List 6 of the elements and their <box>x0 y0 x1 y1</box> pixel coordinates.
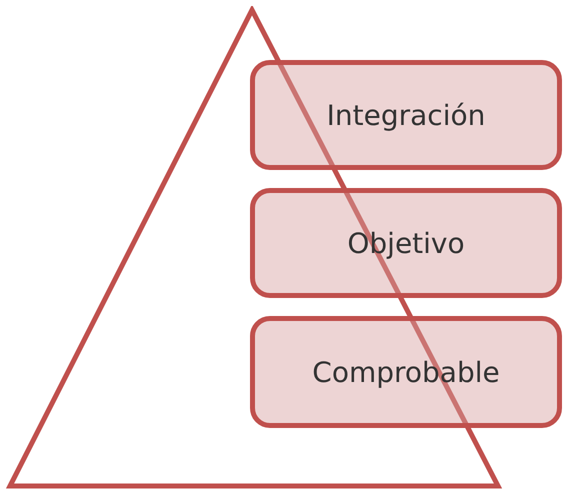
level-label: Comprobable <box>312 356 500 388</box>
level-label: Objetivo <box>347 226 465 260</box>
level-box <box>250 188 562 298</box>
level-label: Integración <box>326 98 486 132</box>
level-box <box>250 316 562 428</box>
level-box <box>250 60 562 170</box>
